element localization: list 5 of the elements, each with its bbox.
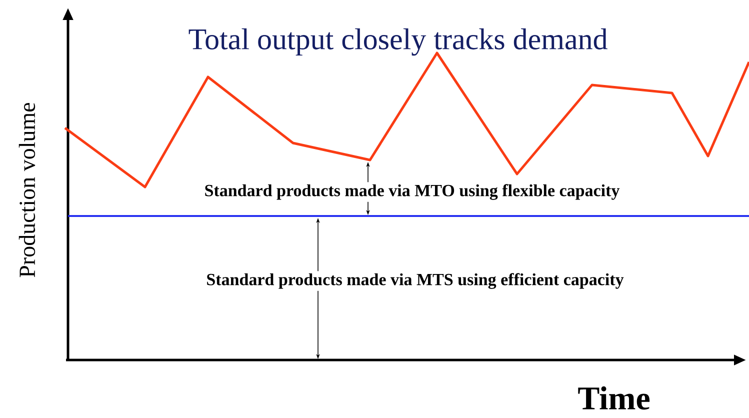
axis-label: Production volume xyxy=(18,102,36,278)
axis-label: Time xyxy=(578,386,650,410)
title: Total output closely tracks demand xyxy=(188,28,608,56)
region-label: Standard products made via MTO using flexible capacity xyxy=(202,182,622,202)
region-label: Standard products made via MTS using efficient capacity xyxy=(204,271,626,291)
